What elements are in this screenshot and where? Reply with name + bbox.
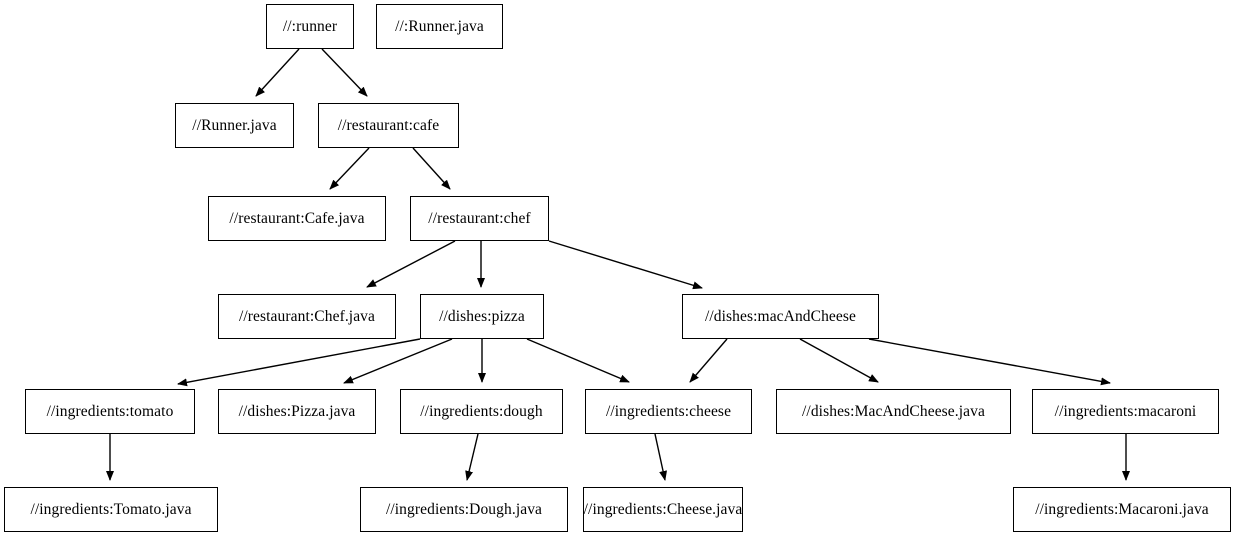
graph-node-ing_tomato[interactable]: //ingredients:tomato bbox=[25, 389, 195, 434]
graph-node-runner_java[interactable]: //Runner.java bbox=[175, 103, 294, 148]
graph-node-ing_cheese_java[interactable]: //ingredients:Cheese.java bbox=[583, 487, 743, 532]
graph-node-runner[interactable]: //:runner bbox=[266, 4, 354, 49]
graph-node-label: //restaurant:Chef.java bbox=[238, 307, 376, 325]
graph-node-label: //restaurant:chef bbox=[428, 209, 531, 227]
graph-node-label: //dishes:macAndCheese bbox=[704, 307, 857, 325]
graph-node-dishes_macandcheese[interactable]: //dishes:macAndCheese bbox=[682, 294, 879, 339]
graph-node-label: //ingredients:Macaroni.java bbox=[1035, 500, 1209, 518]
graph-node-ing_dough_java[interactable]: //ingredients:Dough.java bbox=[360, 487, 568, 532]
graph-node-label: //ingredients:cheese bbox=[605, 402, 732, 420]
graph-node-dishes_mac_java[interactable]: //dishes:MacAndCheese.java bbox=[776, 389, 1011, 434]
graph-node-label: //restaurant:Cafe.java bbox=[229, 209, 365, 227]
graph-node-label: //ingredients:dough bbox=[420, 402, 543, 420]
graph-node-label: //restaurant:cafe bbox=[337, 116, 440, 134]
graph-node-runner_java_root[interactable]: //:Runner.java bbox=[376, 4, 503, 49]
graph-node-label: //Runner.java bbox=[192, 116, 277, 134]
graph-node-dishes_pizza_java[interactable]: //dishes:Pizza.java bbox=[218, 389, 376, 434]
graph-node-restaurant_chef_java[interactable]: //restaurant:Chef.java bbox=[218, 294, 396, 339]
graph-node-label: //:Runner.java bbox=[395, 17, 484, 35]
graph-node-ing_macaroni[interactable]: //ingredients:macaroni bbox=[1032, 389, 1219, 434]
graph-node-restaurant_cafe_java[interactable]: //restaurant:Cafe.java bbox=[208, 196, 386, 241]
graph-node-label: //dishes:Pizza.java bbox=[238, 402, 356, 420]
graph-node-label: //dishes:MacAndCheese.java bbox=[802, 402, 985, 420]
graph-node-label: //ingredients:Dough.java bbox=[385, 500, 543, 518]
graph-node-ing_tomato_java[interactable]: //ingredients:Tomato.java bbox=[4, 487, 218, 532]
graph-node-label: //ingredients:Tomato.java bbox=[30, 500, 192, 518]
graph-node-dishes_pizza[interactable]: //dishes:pizza bbox=[420, 294, 544, 339]
graph-node-ing_macaroni_java[interactable]: //ingredients:Macaroni.java bbox=[1013, 487, 1231, 532]
graph-node-restaurant_chef[interactable]: //restaurant:chef bbox=[410, 196, 549, 241]
graph-node-label: //ingredients:Cheese.java bbox=[583, 500, 743, 518]
graph-node-restaurant_cafe[interactable]: //restaurant:cafe bbox=[318, 103, 459, 148]
graph-node-ing_cheese[interactable]: //ingredients:cheese bbox=[585, 389, 752, 434]
graph-node-ing_dough[interactable]: //ingredients:dough bbox=[400, 389, 563, 434]
graph-node-label: //ingredients:macaroni bbox=[1054, 402, 1197, 420]
graph-node-label: //dishes:pizza bbox=[439, 307, 525, 325]
graph-node-label: //ingredients:tomato bbox=[46, 402, 174, 420]
graph-node-label: //:runner bbox=[282, 17, 338, 35]
